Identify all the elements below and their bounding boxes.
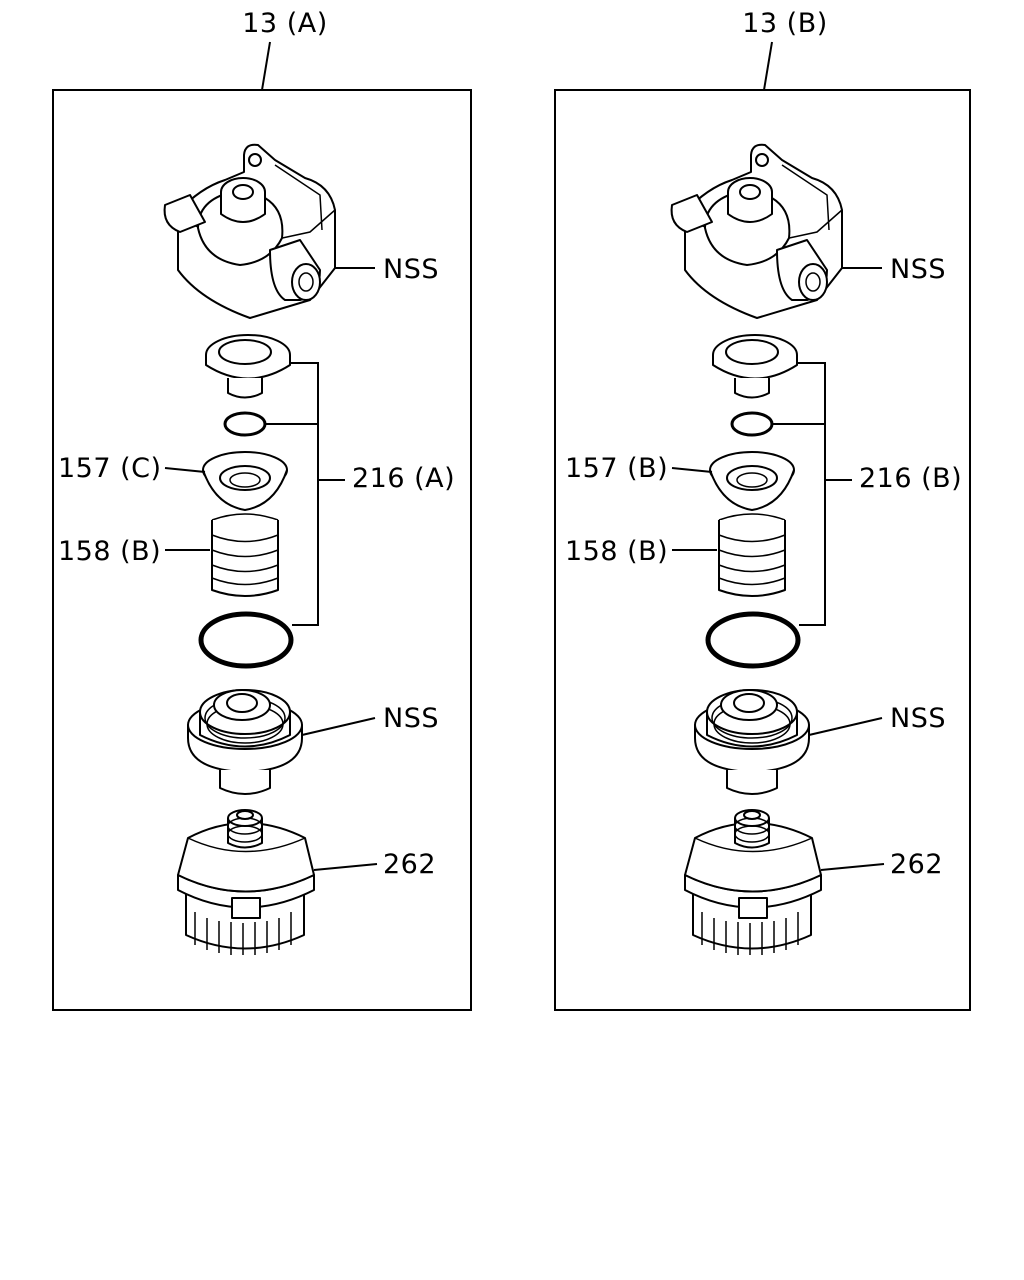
panel-b-frame: [554, 89, 971, 1011]
panel-b-kit-label: 216 (B): [859, 463, 962, 494]
panel-a: 13 (A) NSS 216 (A) 157 (C) 158 (B) NSS 2…: [52, 8, 472, 1011]
panel-b: 13 (B) NSS 216 (B) 157 (B) 158 (B) NSS 2…: [554, 8, 971, 1011]
panel-a-kit-label: 216 (A): [352, 463, 455, 494]
panel-b-title-leader: [763, 41, 773, 91]
panel-b-title: 13 (B): [742, 8, 828, 39]
panel-b-valve-label: NSS: [890, 703, 946, 734]
panel-b-retainer-label: 157 (B): [565, 453, 668, 484]
panel-b-body-label: NSS: [890, 254, 946, 285]
panel-a-spring-label: 158 (B): [58, 536, 161, 567]
panel-a-title: 13 (A): [242, 8, 327, 39]
panel-b-cap-label: 262: [890, 849, 943, 880]
panel-a-valve-label: NSS: [383, 703, 439, 734]
panel-a-retainer-label: 157 (C): [58, 453, 162, 484]
panel-a-body-label: NSS: [383, 254, 439, 285]
panel-a-title-leader: [261, 41, 271, 91]
panel-b-spring-label: 158 (B): [565, 536, 668, 567]
panel-a-cap-label: 262: [383, 849, 436, 880]
